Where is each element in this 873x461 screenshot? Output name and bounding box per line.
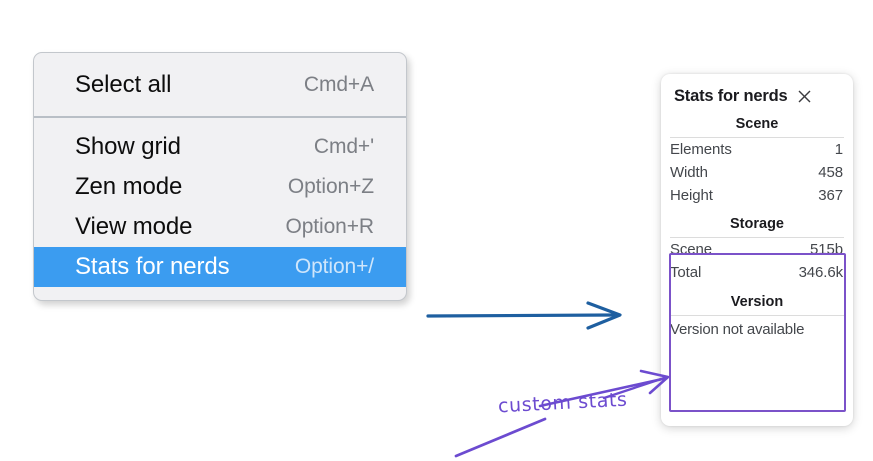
stat-row: Width 458	[661, 161, 853, 184]
section-title-version: Version	[730, 294, 784, 310]
stats-body: Scene Elements 1 Width 458 Height 367 St…	[661, 112, 853, 342]
menu-item-label: Stats for nerds	[75, 253, 230, 280]
menu-item-view-mode[interactable]: View mode Option+R	[34, 207, 406, 247]
version-text: Version not available	[670, 321, 805, 338]
menu-item-zen-mode[interactable]: Zen mode Option+Z	[34, 167, 406, 207]
menu-divider	[34, 116, 406, 118]
panel-title: Stats for nerds	[674, 87, 788, 105]
menu-item-shortcut: Option+R	[285, 215, 374, 238]
stat-key: Total	[670, 264, 702, 281]
menu-item-shortcut: Option+Z	[287, 175, 374, 198]
stat-value: 346.6k	[798, 264, 844, 281]
panel-header: Stats for nerds	[661, 74, 853, 112]
stat-row: Scene 515b	[661, 238, 853, 261]
menu-item-label: Select all	[75, 71, 172, 98]
section-rule	[670, 237, 844, 238]
stat-value: 458	[818, 164, 843, 181]
stat-value: 515b	[810, 241, 843, 258]
close-icon[interactable]	[796, 88, 813, 105]
section-rule	[670, 315, 844, 316]
stat-row: Elements 1	[661, 138, 853, 161]
stat-row: Height 367	[661, 184, 853, 207]
stat-key: Width	[670, 164, 708, 181]
menu-item-label: View mode	[75, 213, 193, 240]
stats-for-nerds-panel: Stats for nerds Scene Elements 1 Width 4…	[661, 74, 853, 426]
annotation-label-custom-stats: custom stats	[497, 388, 629, 418]
canvas-context-menu[interactable]: Select all Cmd+A Show grid Cmd+' Zen mod…	[33, 52, 407, 301]
menu-item-shortcut: Option+/	[294, 255, 374, 278]
menu-item-shortcut: Cmd+A	[303, 73, 374, 96]
section-title-scene: Scene	[735, 116, 779, 132]
stat-value: 1	[834, 141, 843, 158]
menu-item-stats-for-nerds[interactable]: Stats for nerds Option+/	[34, 247, 406, 287]
blue-arrow-icon	[426, 301, 622, 330]
menu-item-show-grid[interactable]: Show grid Cmd+'	[34, 127, 406, 167]
stat-key: Scene	[670, 241, 713, 258]
stat-value: 367	[818, 187, 843, 204]
menu-group-2: Show grid Cmd+' Zen mode Option+Z View m…	[34, 118, 406, 300]
stat-key: Elements	[670, 141, 732, 158]
menu-item-label: Show grid	[75, 133, 181, 160]
stat-key: Height	[670, 187, 713, 204]
section-title-storage: Storage	[730, 216, 784, 232]
stat-row: Total 346.6k	[661, 261, 853, 284]
menu-item-label: Zen mode	[75, 173, 183, 200]
menu-item-select-all[interactable]: Select all Cmd+A	[34, 65, 406, 105]
section-rule	[670, 137, 844, 138]
menu-group-1: Select all Cmd+A	[34, 53, 406, 116]
menu-item-shortcut: Cmd+'	[313, 135, 374, 158]
purple-underline-stroke	[454, 417, 547, 458]
